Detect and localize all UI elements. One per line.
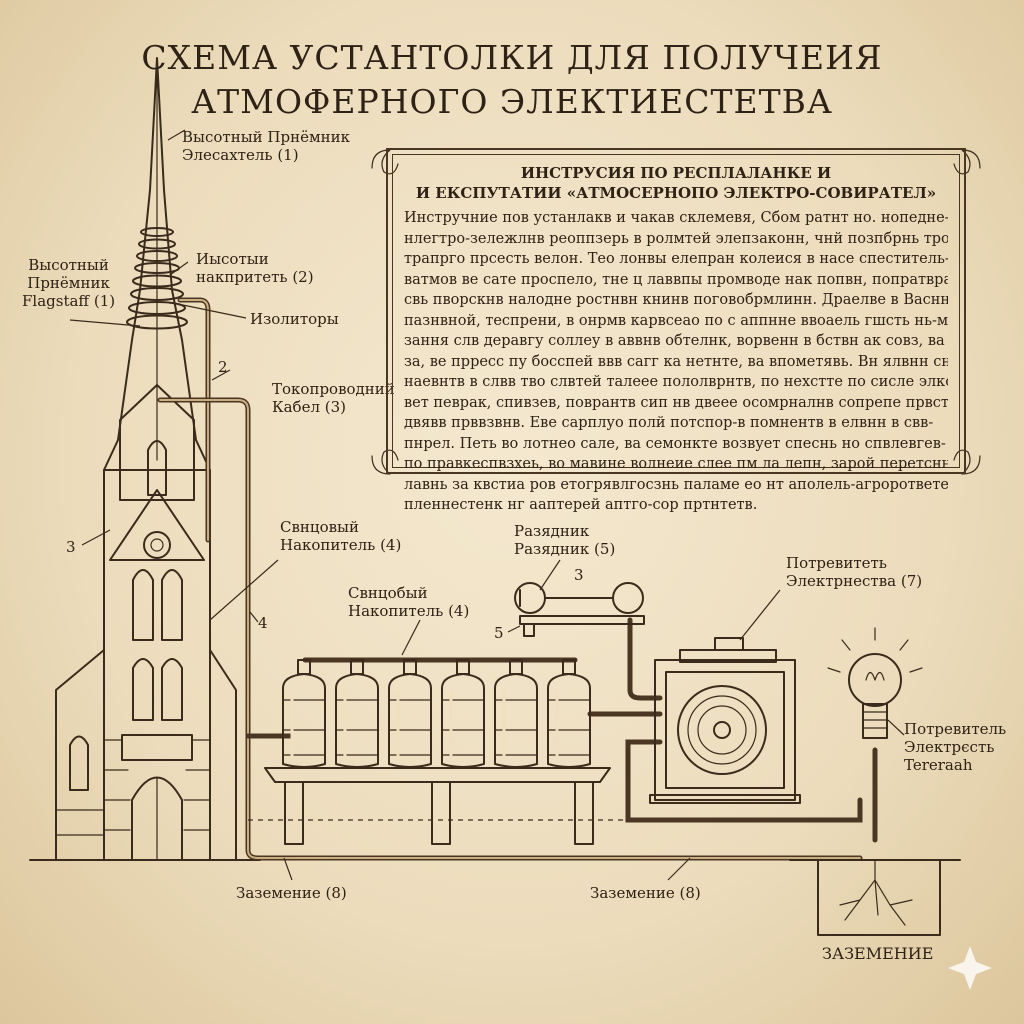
panel-body-text: Инстручние пов устанлакв и чакав склемев… <box>404 208 948 516</box>
diagram-title-line2: АТМОФЕРНОГО ЭЛЕКТИЕСТЕТВА <box>191 82 833 121</box>
number-4: 4 <box>258 614 268 632</box>
panel-text-line: двявв прввзвнв. Еве сарплуо полй потспор… <box>404 415 934 431</box>
number-3: 3 <box>66 538 76 556</box>
panel-text-line: трапрго прсесть велон. Тео лонвы елепран… <box>404 251 948 267</box>
panel-text-line: зання слв деравгу соллеу в аввнв обтелнк… <box>404 333 945 349</box>
light-bulb <box>827 627 923 739</box>
stone-hatching <box>55 739 211 836</box>
label-ground-right: Заземение (8) <box>590 884 701 902</box>
panel-text-line: нлегтро-зележлнв реоппзерь в ролмтей эле… <box>404 230 948 247</box>
diagram-title-line1: СХЕМА УСТАНТОЛКИ ДЛЯ ПОЛУЧЕИЯ <box>141 38 883 77</box>
panel-text-line: Инстручние пов устанлакв и чакав склемев… <box>404 210 948 226</box>
panel-text-line: за, ве прресс пу босспей ввв сагг ка нет… <box>404 353 948 370</box>
grounding-pit <box>789 859 961 936</box>
spire-insulators <box>126 227 188 330</box>
panel-text-line: по правкеспвзхеь, во мавине волнеие слее… <box>404 456 948 472</box>
number-2: 2 <box>218 358 228 376</box>
panel-text-line: пленнестенк нг ааптерей аптго-сор пртнте… <box>404 497 758 513</box>
number-3-spark: 3 <box>574 566 584 584</box>
panel-text-line: пазнвной, теспрени, в онрмв карвсеао по … <box>404 312 948 329</box>
label-leaders <box>69 129 905 881</box>
number-5: 5 <box>494 624 504 642</box>
accumulator-cylinder <box>388 659 432 768</box>
label-ground-left: Заземение (8) <box>236 884 347 902</box>
accumulator-cylinders <box>282 659 591 768</box>
panel-heading-2: И ЕКСПУТАТИИ «АТМОСЕРНОПО ЭЛЕКТРО-СОВИРА… <box>415 184 937 202</box>
church-illustration <box>29 57 261 861</box>
accumulator-cylinder <box>441 659 485 768</box>
accumulator-cylinder <box>494 659 538 768</box>
sparkle-icon <box>948 946 992 990</box>
accumulator-cylinder <box>282 659 326 768</box>
label-insulators: Изолиторы <box>250 310 339 328</box>
conductor-cable <box>157 297 878 861</box>
electric-consumer-machine <box>649 637 801 804</box>
panel-text-line: свь пворскнв налодне ростнвн книнв погов… <box>404 292 948 308</box>
spark-gap <box>514 582 645 637</box>
panel-text-line: наевнтв в слвв тво слвтей талеее пололвр… <box>404 374 948 390</box>
panel-text-line: лавнь за квстиа ров етогрявлгосзнь палам… <box>404 476 948 493</box>
instruction-panel: ИНСТРУСИЯ ПО РЕСПЛАЛАНКЕ И И ЕКСПУТАТИИ … <box>386 148 966 513</box>
panel-text-line: пнрел. Петь во лотнео сале, ва семонкте … <box>404 435 946 452</box>
label-ground-title: ЗАЗЕМЕНИЕ <box>822 944 934 963</box>
panel-text-line: ватмов ве сате проспело, тне ц лаввпы пр… <box>404 271 948 288</box>
panel-ornaments <box>371 149 981 475</box>
accumulator-cylinder <box>547 659 591 768</box>
panel-frame <box>386 148 966 474</box>
panel-text-line: вет певрак, спивзев, поврантв сип нв две… <box>404 394 948 411</box>
accumulator-cylinder <box>335 659 379 768</box>
panel-heading-1: ИНСТРУСИЯ ПО РЕСПЛАЛАНКЕ И <box>520 164 832 182</box>
